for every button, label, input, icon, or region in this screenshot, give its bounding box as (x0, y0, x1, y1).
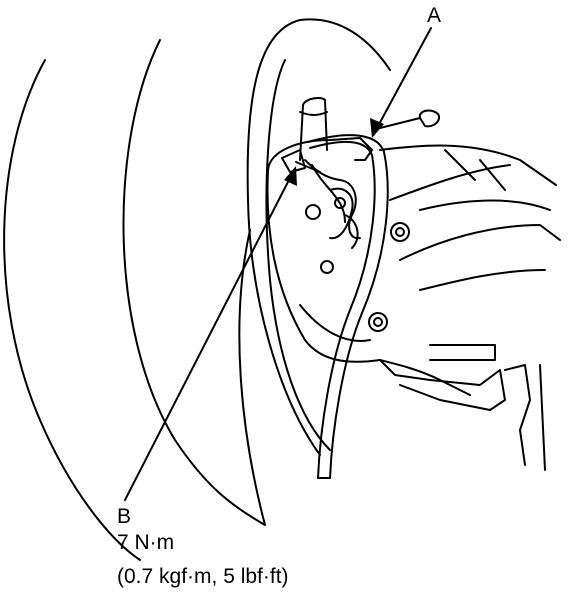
torque-spec-alt-units: (0.7 kgf·m, 5 lbf·ft) (117, 565, 289, 588)
hose-clip (304, 159, 361, 240)
hub-bolt (368, 312, 388, 332)
knuckle-bolt-hole-3 (334, 197, 346, 209)
knuckle-bolt-hole-2 (320, 260, 334, 274)
brake-disc-outline (246, 19, 321, 456)
callout-a-label: A (427, 4, 442, 27)
lower-arm (379, 144, 557, 186)
tire-inner-arc (122, 39, 266, 526)
knuckle-bolt-hole-1 (305, 204, 321, 220)
strut-post (299, 99, 328, 161)
arrowhead-b (284, 166, 297, 186)
leader-b (124, 175, 292, 501)
bracket (379, 359, 506, 411)
arm-bolt (390, 222, 410, 242)
arrowhead-a (370, 118, 384, 138)
brake-hose (309, 140, 376, 479)
knuckle-body (267, 137, 373, 171)
brake-disc-inner (265, 59, 331, 451)
leader-a (376, 27, 432, 129)
callout-b-label: B (117, 505, 132, 528)
torque-spec-nm: 7 N·m (117, 531, 175, 554)
tire-outer-arc (3, 59, 141, 561)
bleeder-nozzle (379, 117, 421, 129)
